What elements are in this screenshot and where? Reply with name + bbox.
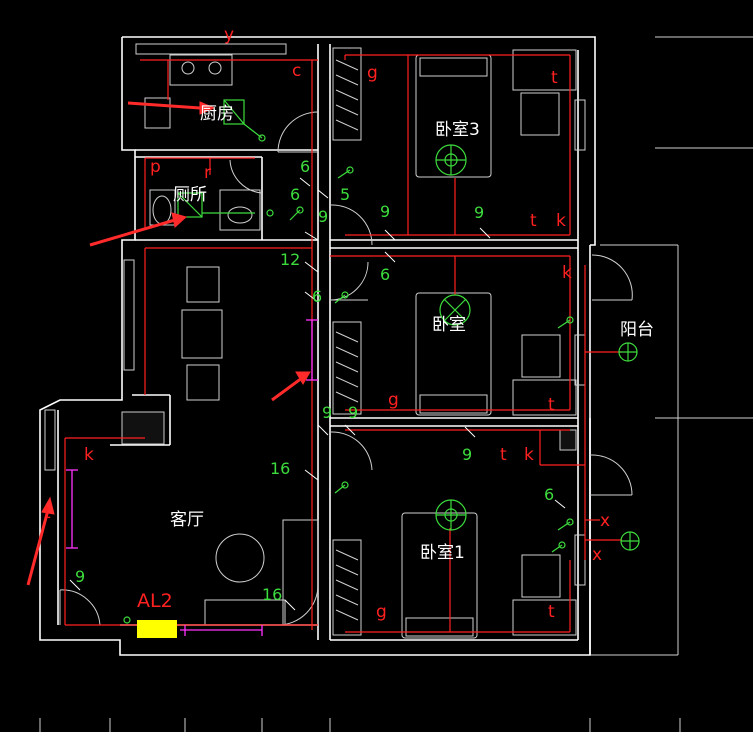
conduits [66, 319, 318, 636]
svg-text:t: t [548, 395, 555, 415]
room-label-bedroom3: 卧室3 [435, 120, 480, 140]
distribution-panel[interactable] [137, 620, 177, 638]
room-label-bedroom1: 卧室1 [420, 543, 465, 563]
svg-text:y: y [224, 25, 234, 45]
svg-text:6: 6 [380, 265, 390, 284]
room-label-kitchen: 厨房 [200, 104, 234, 124]
svg-text:x: x [592, 545, 602, 565]
kitchen-fixture [223, 99, 266, 142]
svg-text:16: 16 [262, 585, 282, 604]
wire-count-labels: 6 6 5 9 9 9 12 6 6 9 9 9 16 6 9 16 [75, 157, 554, 604]
svg-text:9: 9 [474, 203, 484, 222]
panel-label: AL2 [137, 590, 173, 612]
wire-ticks [69, 177, 566, 611]
svg-text:6: 6 [300, 157, 310, 176]
room-label-bedroom2: 卧室 [432, 315, 466, 335]
ceiling-light-bedroom3 [435, 144, 467, 176]
svg-text:t: t [548, 602, 555, 622]
circuit-letters: y c g t p r t k k g t t k k t x x g t [44, 25, 610, 622]
room-label-toilet: 厕所 [173, 185, 207, 205]
svg-text:6: 6 [544, 485, 554, 504]
reference-lines [39, 36, 753, 732]
room-label-living: 客厅 [170, 510, 204, 530]
svg-text:r: r [204, 163, 211, 183]
svg-text:g: g [367, 63, 378, 83]
windows [44, 43, 586, 586]
svg-text:k: k [556, 211, 566, 231]
svg-text:k: k [562, 263, 572, 283]
svg-text:6: 6 [290, 185, 300, 204]
svg-text:t: t [44, 503, 51, 523]
ceiling-light-bedroom1 [435, 499, 467, 531]
svg-text:g: g [388, 390, 399, 410]
ceiling-light-bedroom2 [439, 294, 471, 326]
svg-text:c: c [292, 61, 301, 81]
wardrobes [332, 47, 362, 636]
svg-text:9: 9 [75, 567, 85, 586]
svg-text:t: t [530, 211, 537, 231]
svg-text:16: 16 [270, 459, 290, 478]
svg-text:12: 12 [280, 250, 300, 269]
svg-text:k: k [84, 445, 94, 465]
columns [121, 411, 577, 451]
annotation-arrows [26, 101, 311, 586]
light-fixtures [123, 99, 640, 624]
doors [59, 111, 633, 626]
svg-text:p: p [150, 157, 161, 177]
circuit-wiring [64, 54, 622, 633]
balcony-light-lower [620, 531, 640, 551]
svg-text:6: 6 [312, 287, 322, 306]
toilet-fixture [177, 192, 274, 218]
svg-text:5: 5 [340, 185, 350, 204]
svg-text:k: k [524, 445, 534, 465]
svg-text:9: 9 [380, 202, 390, 221]
svg-text:9: 9 [318, 207, 328, 226]
svg-text:9: 9 [322, 403, 332, 422]
svg-text:x: x [600, 511, 610, 531]
walls [39, 36, 596, 656]
svg-text:t: t [500, 445, 507, 465]
svg-text:9: 9 [462, 445, 472, 464]
svg-text:9: 9 [348, 403, 358, 422]
balcony-light-upper [618, 342, 638, 362]
room-label-balcony: 阳台 [620, 320, 654, 340]
svg-text:t: t [551, 68, 558, 88]
svg-text:g: g [376, 602, 387, 622]
